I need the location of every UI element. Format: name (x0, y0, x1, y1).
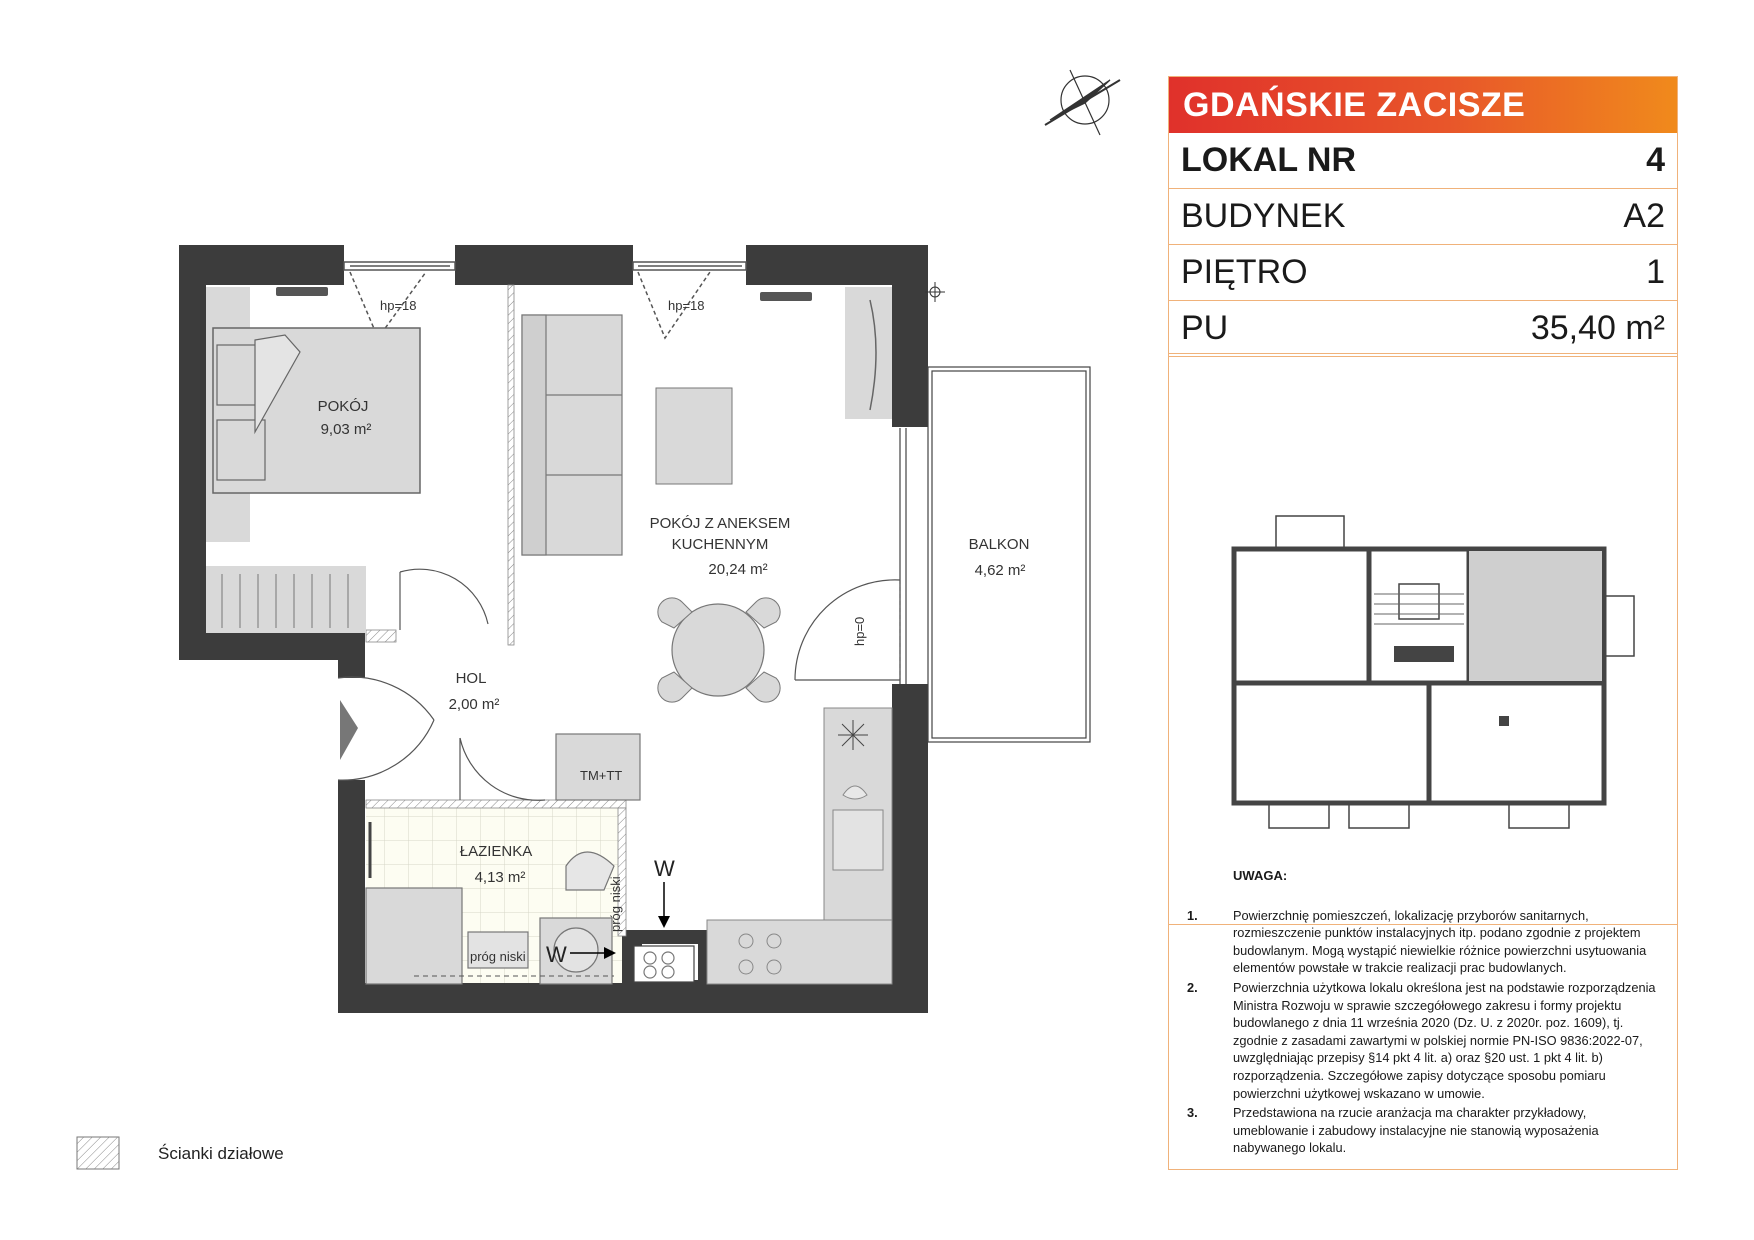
balcony-outline (899, 366, 1091, 743)
row-budynek: BUDYNEK A2 (1169, 189, 1677, 245)
w-label-1: W (654, 856, 675, 881)
coffee-table (655, 387, 733, 485)
w-label-2: W (546, 942, 567, 967)
kitchen-units (706, 707, 893, 985)
row-pietro: PIĘTRO 1 (1169, 245, 1677, 301)
info-panel: GDAŃSKIE ZACISZE LOKAL NR 4 BUDYNEK A2 P… (1168, 76, 1678, 1170)
room-balkon-name: BALKON (969, 536, 1030, 553)
building-key-plan (1169, 353, 1677, 925)
row-pu-value: 35,40 m² (1530, 309, 1665, 347)
note-number: 2. (1187, 979, 1198, 995)
prog-label-1: próg niski (470, 949, 526, 964)
bathroom-fixtures (365, 733, 695, 985)
floor-plan: hp=18 hp=18 (179, 69, 1121, 1013)
note-item: 2. Powierzchnia użytkowa lokalu określon… (1187, 979, 1659, 1102)
note-number: 1. (1187, 907, 1198, 923)
hatch-swatch-icon (76, 1136, 120, 1170)
row-budynek-value: A2 (1623, 197, 1665, 235)
dining-table (657, 597, 781, 703)
room-hol-name: HOL (456, 670, 487, 687)
row-pietro-label: PIĘTRO (1181, 253, 1308, 291)
bed (212, 327, 421, 494)
note-item: 1. Powierzchnię pomieszczeń, lokalizację… (1187, 907, 1659, 977)
row-pu: PU 35,40 m² (1169, 301, 1677, 357)
notes-section: UWAGA: 1. Powierzchnię pomieszczeń, loka… (1169, 867, 1677, 1159)
prog-label-2: próg niski (608, 876, 623, 932)
hp-label-0: hp=0 (852, 617, 867, 646)
row-pu-label: PU (1181, 309, 1229, 347)
sofa (521, 314, 623, 556)
doors (337, 568, 901, 801)
room-lazienka-area: 4,13 m² (475, 869, 526, 886)
legend: Ścianki działowe (76, 1136, 536, 1172)
room-balkon-area: 4,62 m² (975, 562, 1026, 579)
legend-label: Ścianki działowe (158, 1144, 284, 1163)
notes-title: UWAGA: (1233, 868, 1288, 883)
entrance-arrow (340, 700, 358, 760)
note-text: Powierzchnię pomieszczeń, lokalizację pr… (1233, 907, 1647, 976)
window-living (632, 261, 747, 340)
wardrobe-hall (206, 566, 366, 633)
row-lokal-value: 4 (1646, 141, 1665, 179)
exterior-walls (179, 245, 928, 1013)
room-salon-area: 20,24 m² (708, 561, 767, 578)
project-title: GDAŃSKIE ZACISZE (1169, 77, 1677, 133)
room-hol-area: 2,00 m² (449, 696, 500, 713)
row-budynek-label: BUDYNEK (1181, 197, 1346, 235)
room-pokoj-name: POKÓJ (318, 398, 369, 415)
room-pokoj-area: 9,03 m² (321, 421, 372, 438)
wardrobe-living (845, 287, 892, 419)
note-number: 3. (1187, 1105, 1198, 1121)
note-text: Przedstawiona na rzucie aranżacja ma cha… (1233, 1105, 1599, 1156)
hp-label-2: hp=18 (668, 298, 705, 313)
note-text: Powierzchnia użytkowa lokalu określona j… (1233, 979, 1656, 1101)
row-lokal-label: LOKAL NR (1181, 141, 1357, 179)
note-item: 3. Przedstawiona na rzucie aranżacja ma … (1187, 1104, 1659, 1157)
row-lokal: LOKAL NR 4 (1169, 133, 1677, 189)
room-lazienka-name: ŁAZIENKA (460, 843, 533, 860)
tm-tt-label: TM+TT (580, 768, 622, 783)
compass-icon (1044, 69, 1121, 136)
hp-label-1: hp=18 (380, 298, 417, 313)
room-salon-name-2: KUCHENNYM (672, 536, 769, 553)
row-pietro-value: 1 (1646, 253, 1665, 291)
room-salon-name-1: POKÓJ Z ANEKSEM (650, 515, 791, 532)
